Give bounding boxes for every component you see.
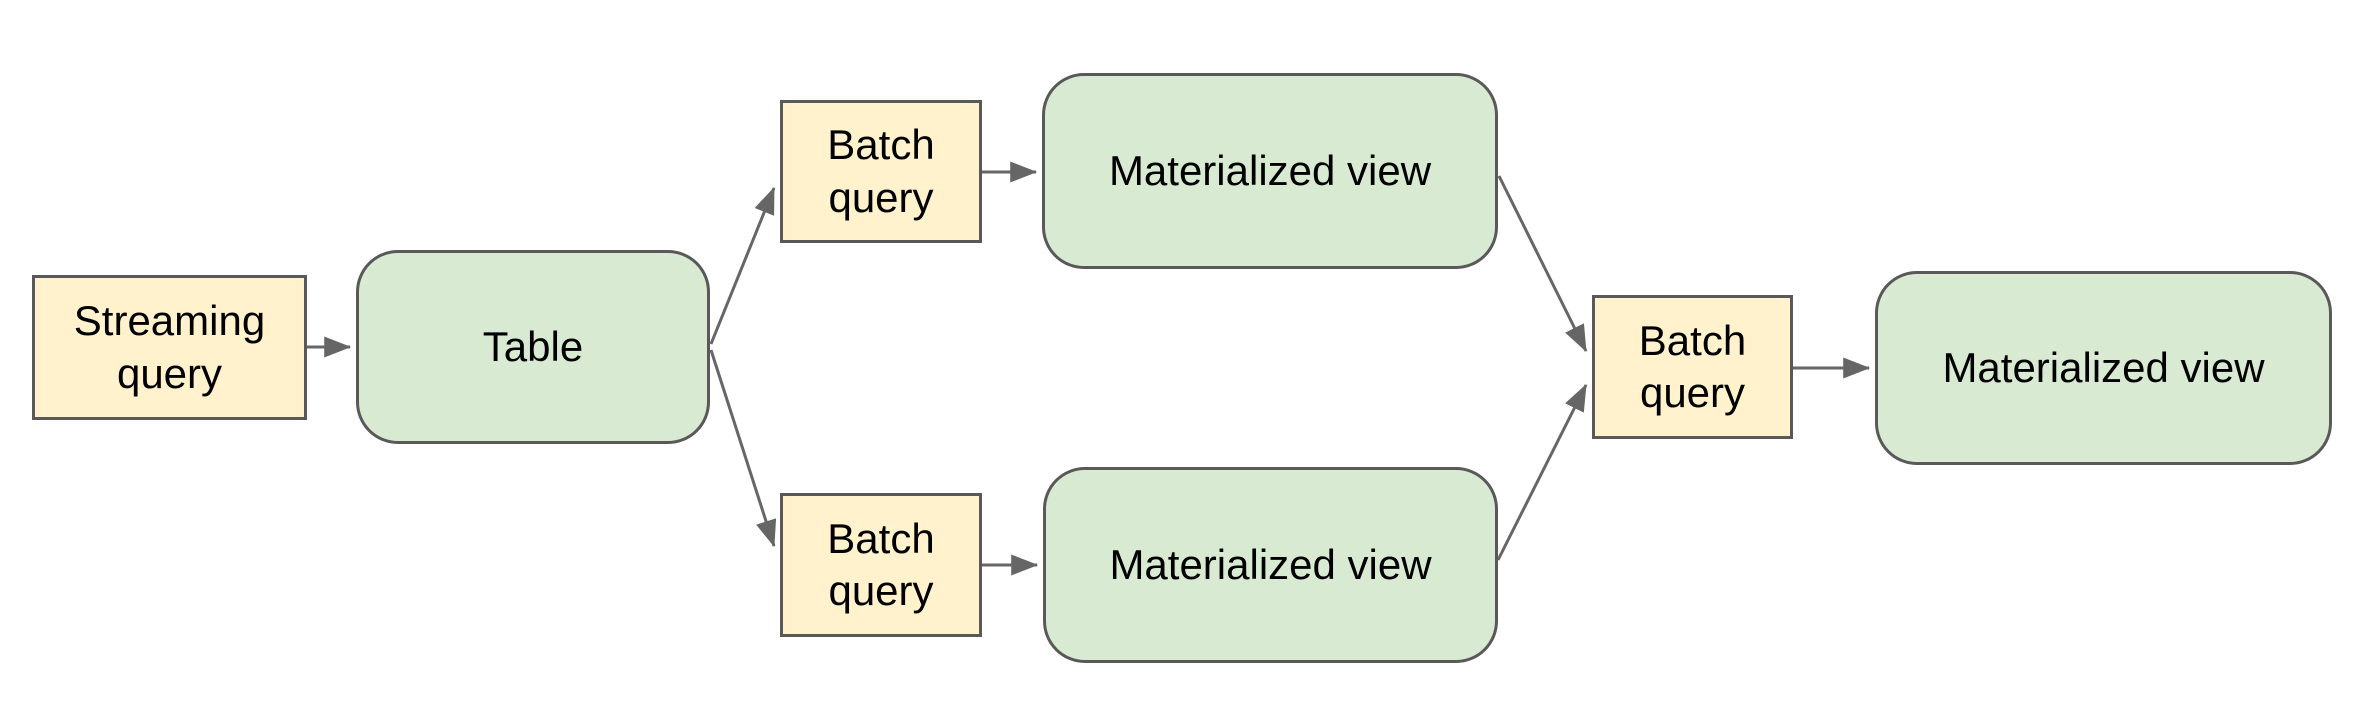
node-materialized-view-top: Materialized view: [1042, 73, 1498, 269]
node-materialized-view-right: Materialized view: [1875, 271, 2332, 465]
node-materialized-view-bottom: Materialized view: [1043, 467, 1498, 663]
edge-materialized-view-bottom-to-batch-query-right: [1496, 383, 1588, 561]
node-label: Batch query: [827, 514, 935, 615]
node-label: Table: [482, 322, 584, 370]
node-label: Batch query: [1638, 316, 1747, 417]
node-label: Materialized view: [1942, 343, 2265, 391]
edge-materialized-view-top-to-batch-query-right: [1497, 175, 1588, 353]
node-label: Streaming query: [73, 297, 266, 397]
node-batch-query-right: Batch query: [1592, 295, 1793, 439]
edge-table-to-batch-query-bottom: [709, 349, 777, 548]
node-batch-query-top: Batch query: [780, 100, 982, 243]
node-label: Materialized view: [1108, 146, 1432, 194]
node-streaming-query: Streaming query: [32, 275, 307, 420]
edge-table-to-batch-query-top: [709, 186, 776, 345]
node-table: Table: [356, 250, 710, 444]
node-label: Materialized view: [1109, 540, 1432, 588]
node-batch-query-bottom: Batch query: [780, 493, 982, 637]
node-label: Batch query: [827, 121, 935, 221]
